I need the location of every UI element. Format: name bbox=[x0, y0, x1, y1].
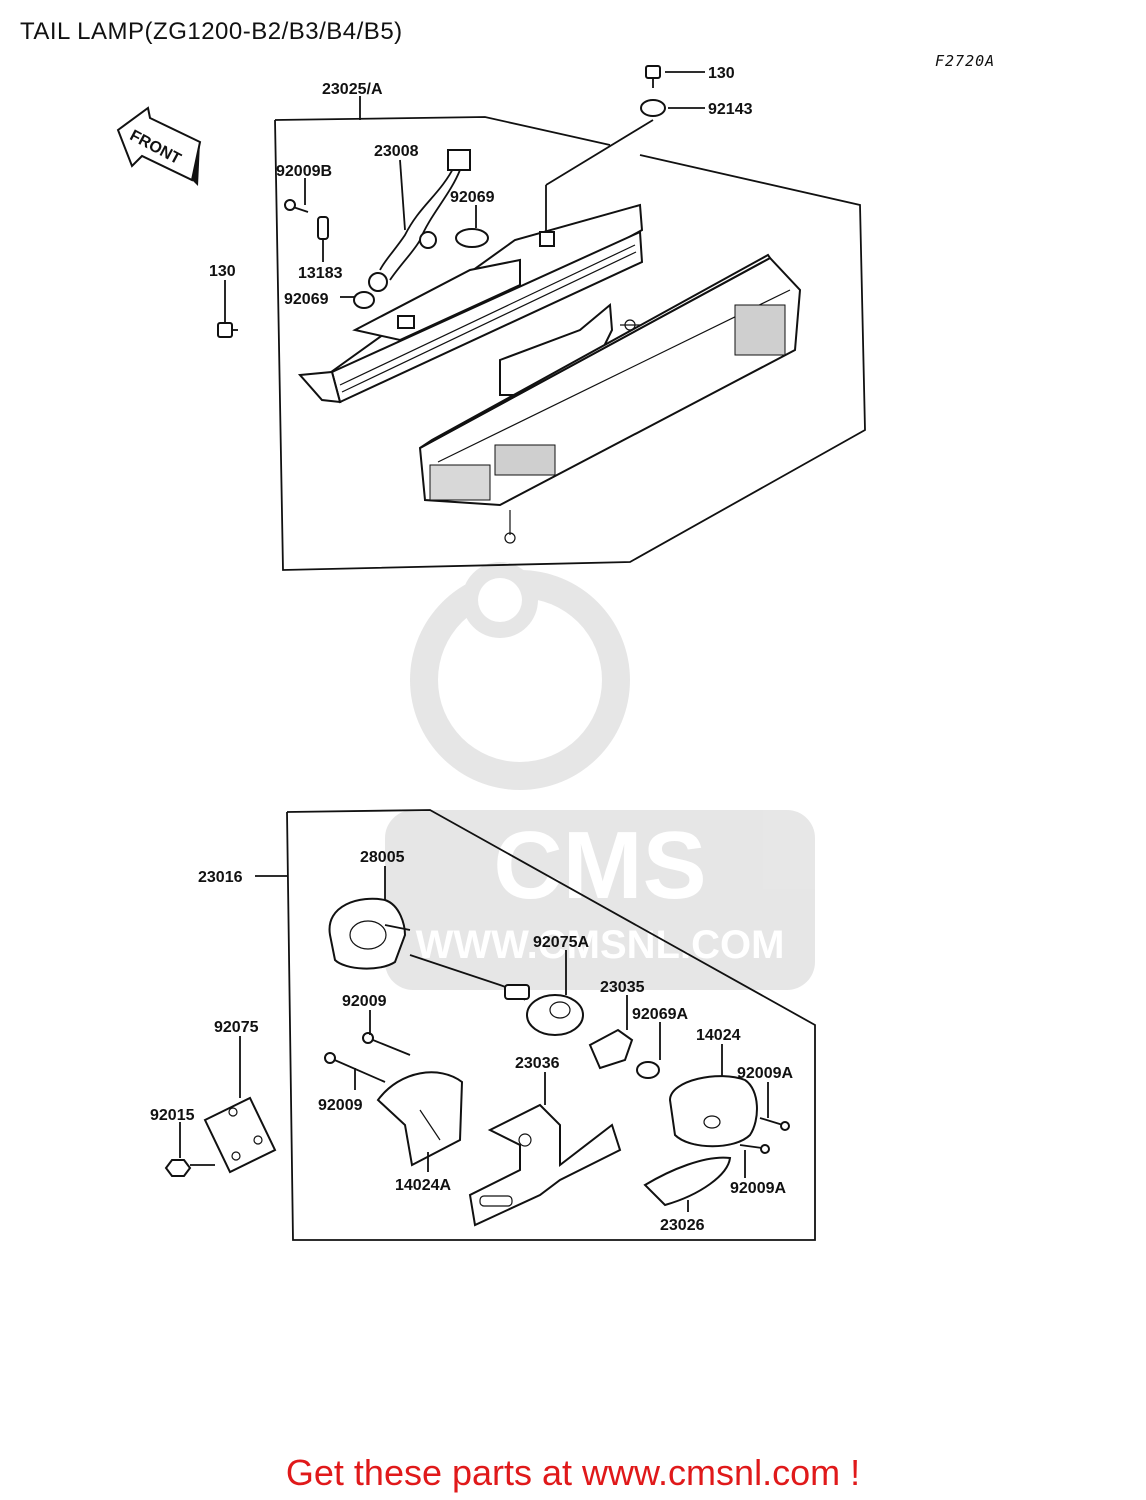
label-92009a-a: 92009A bbox=[737, 1065, 793, 1082]
leader-lines-lower bbox=[179, 866, 769, 1212]
lamp-wire bbox=[409, 954, 530, 1001]
bulb-upper-a bbox=[455, 228, 489, 248]
screw-92009a-lower bbox=[739, 1144, 770, 1154]
label-92069-a: 92069 bbox=[450, 189, 495, 206]
housing-14024a bbox=[376, 1071, 464, 1167]
bulb-upper-b bbox=[353, 291, 375, 309]
label-14024: 14024 bbox=[696, 1027, 741, 1044]
leader-lines-upper bbox=[224, 71, 705, 322]
watermark-logo: CMS WWW.CMSNL.COM bbox=[385, 562, 815, 990]
bracket-23036 bbox=[468, 1103, 622, 1227]
label-130-top: 130 bbox=[708, 65, 735, 82]
page-title: TAIL LAMP(ZG1200-B2/B3/B4/B5) bbox=[20, 18, 403, 45]
label-92009b: 92009B bbox=[276, 163, 332, 180]
gasket-13183 bbox=[317, 216, 329, 240]
lower-assembly-outline bbox=[255, 809, 816, 1241]
bolt-130-left bbox=[217, 322, 238, 338]
watermark-brand: CMS bbox=[493, 812, 706, 919]
lens-cover-23026 bbox=[643, 1156, 732, 1207]
label-92009a-b: 92009A bbox=[730, 1180, 786, 1197]
license-lamp-cover-28005 bbox=[328, 897, 411, 970]
label-92069a: 92069A bbox=[632, 1006, 688, 1023]
front-arrow-icon: FRONT bbox=[116, 106, 202, 186]
bulb-92069a bbox=[636, 1061, 660, 1079]
watermark-url: WWW.CMSNL.COM bbox=[416, 923, 785, 967]
socket-23035 bbox=[588, 1028, 634, 1070]
lens-14024 bbox=[668, 1075, 758, 1148]
label-14024a: 14024A bbox=[395, 1177, 451, 1194]
label-23026: 23026 bbox=[660, 1217, 705, 1234]
screw-92009-lower bbox=[324, 1052, 386, 1083]
label-92009-b: 92009 bbox=[318, 1097, 363, 1114]
footer-promo-link[interactable]: Get these parts at www.cmsnl.com ! bbox=[285, 1452, 861, 1493]
label-13183: 13183 bbox=[298, 265, 343, 282]
screw-92009a-upper bbox=[759, 1117, 790, 1131]
washer-92143 bbox=[640, 99, 666, 117]
label-23036: 23036 bbox=[515, 1055, 560, 1072]
label-23016: 23016 bbox=[198, 869, 243, 886]
label-23035: 23035 bbox=[600, 979, 645, 996]
wiring-harness bbox=[368, 149, 471, 292]
tail-lamp-housing bbox=[297, 203, 644, 404]
label-92009-a: 92009 bbox=[342, 993, 387, 1010]
bolt-130-top bbox=[645, 65, 661, 88]
screw-92009-upper bbox=[362, 1032, 411, 1056]
label-92143: 92143 bbox=[708, 101, 753, 118]
nut-92015 bbox=[164, 1159, 192, 1177]
label-28005: 28005 bbox=[360, 849, 405, 866]
label-23008: 23008 bbox=[374, 143, 419, 160]
label-23025a: 23025/A bbox=[322, 81, 383, 98]
label-92069-b: 92069 bbox=[284, 291, 329, 308]
screw-92009b bbox=[284, 199, 309, 213]
label-92075a: 92075A bbox=[533, 934, 589, 951]
plate-92075 bbox=[203, 1096, 277, 1174]
label-130-left: 130 bbox=[209, 263, 236, 280]
figure-code: F2720A bbox=[935, 52, 996, 70]
label-92015: 92015 bbox=[150, 1107, 195, 1124]
tail-lamp-lens bbox=[418, 253, 802, 544]
socket-92075a bbox=[526, 994, 584, 1036]
upper-assembly-outline bbox=[274, 116, 866, 571]
label-92075: 92075 bbox=[214, 1019, 259, 1036]
